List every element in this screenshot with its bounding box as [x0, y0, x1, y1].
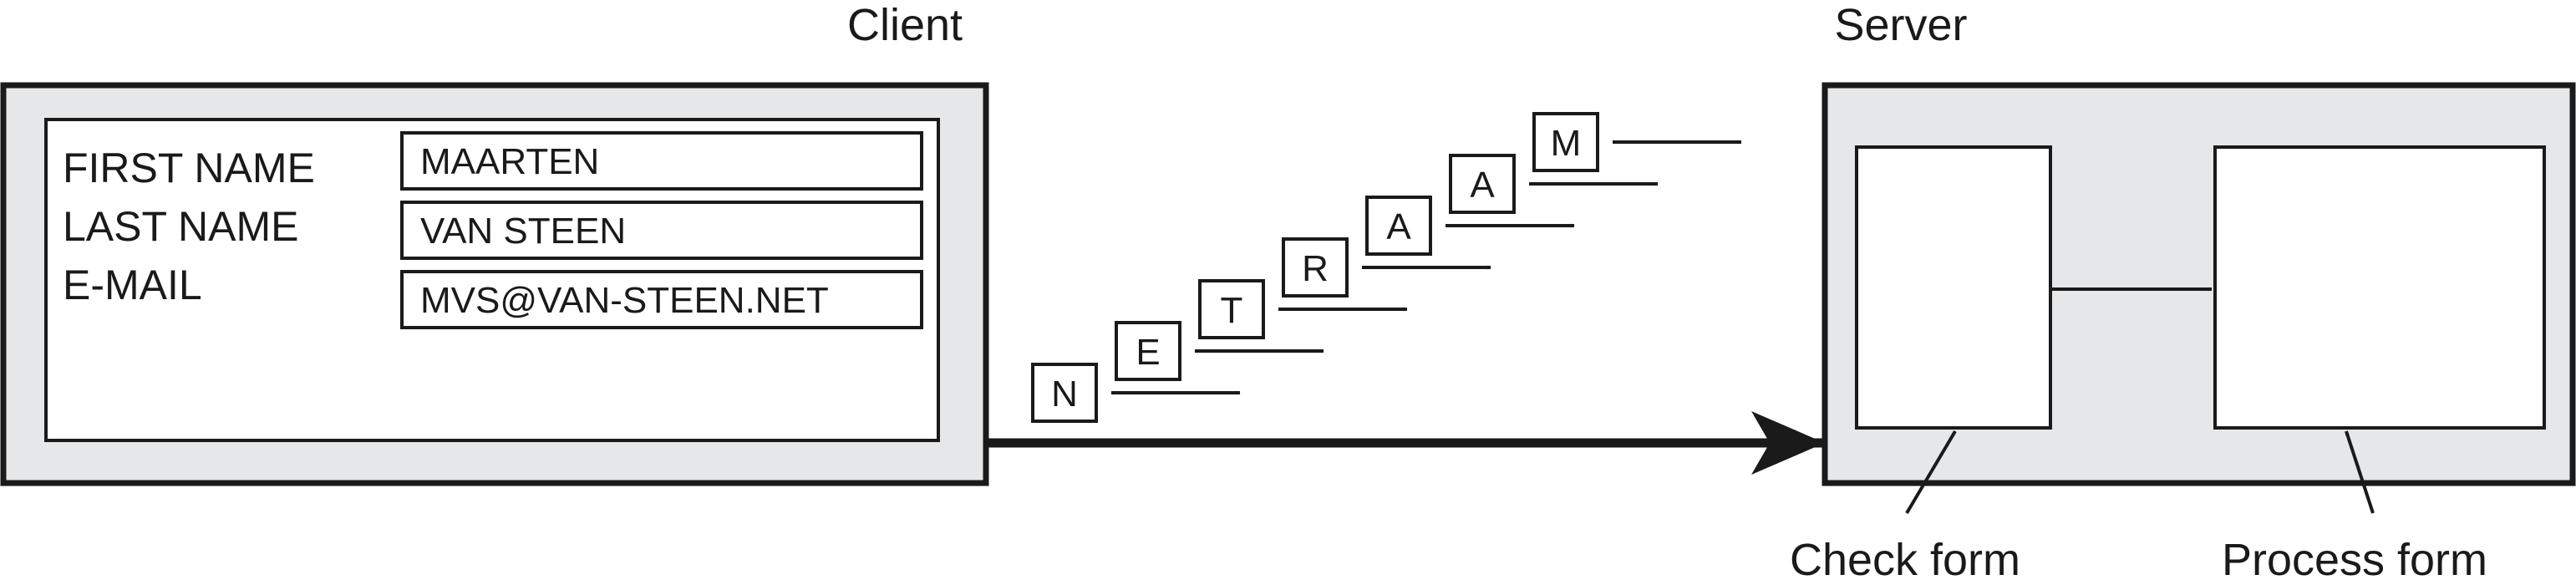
packet-box: [1365, 196, 1432, 256]
packet-letter: T: [1221, 290, 1243, 331]
check-form-pointer: [1905, 430, 1957, 515]
packet-box: [1282, 237, 1349, 298]
packet-box: [1449, 154, 1516, 214]
packet-letter: N: [1051, 374, 1078, 415]
process-form-label: Process form: [2222, 535, 2487, 585]
packet-letter: E: [1136, 332, 1160, 373]
last-name-value: VAN STEEN: [420, 211, 626, 252]
connection-arrowhead: [1751, 411, 1825, 475]
packet-stream: N E T R A A M: [1031, 112, 1742, 423]
packet-box: [1532, 112, 1599, 172]
check-form-box: [1855, 145, 2052, 430]
packet-box: [1031, 363, 1098, 423]
packet-letter: A: [1386, 206, 1411, 247]
packet-box: [1115, 321, 1181, 381]
check-form-label: Check form: [1790, 535, 2020, 585]
first-name-value: MAARTEN: [420, 141, 599, 182]
email-field: [400, 270, 923, 329]
process-form-box: [2213, 145, 2546, 430]
first-name-label: FIRST NAME: [63, 145, 315, 191]
client-title: Client: [847, 0, 963, 50]
last-name-label: LAST NAME: [63, 203, 299, 250]
process-form-pointer: [2345, 430, 2375, 514]
last-name-field: [400, 201, 923, 260]
first-name-field: [400, 131, 923, 191]
packet-letter: M: [1551, 123, 1582, 164]
packet-letter: A: [1470, 165, 1495, 206]
email-value: MVS@VAN-STEEN.NET: [420, 280, 829, 321]
server-title: Server: [1834, 0, 1967, 50]
packet-box: [1198, 279, 1265, 339]
packet-letter: R: [1302, 248, 1329, 289]
email-label: E-MAIL: [63, 262, 202, 308]
